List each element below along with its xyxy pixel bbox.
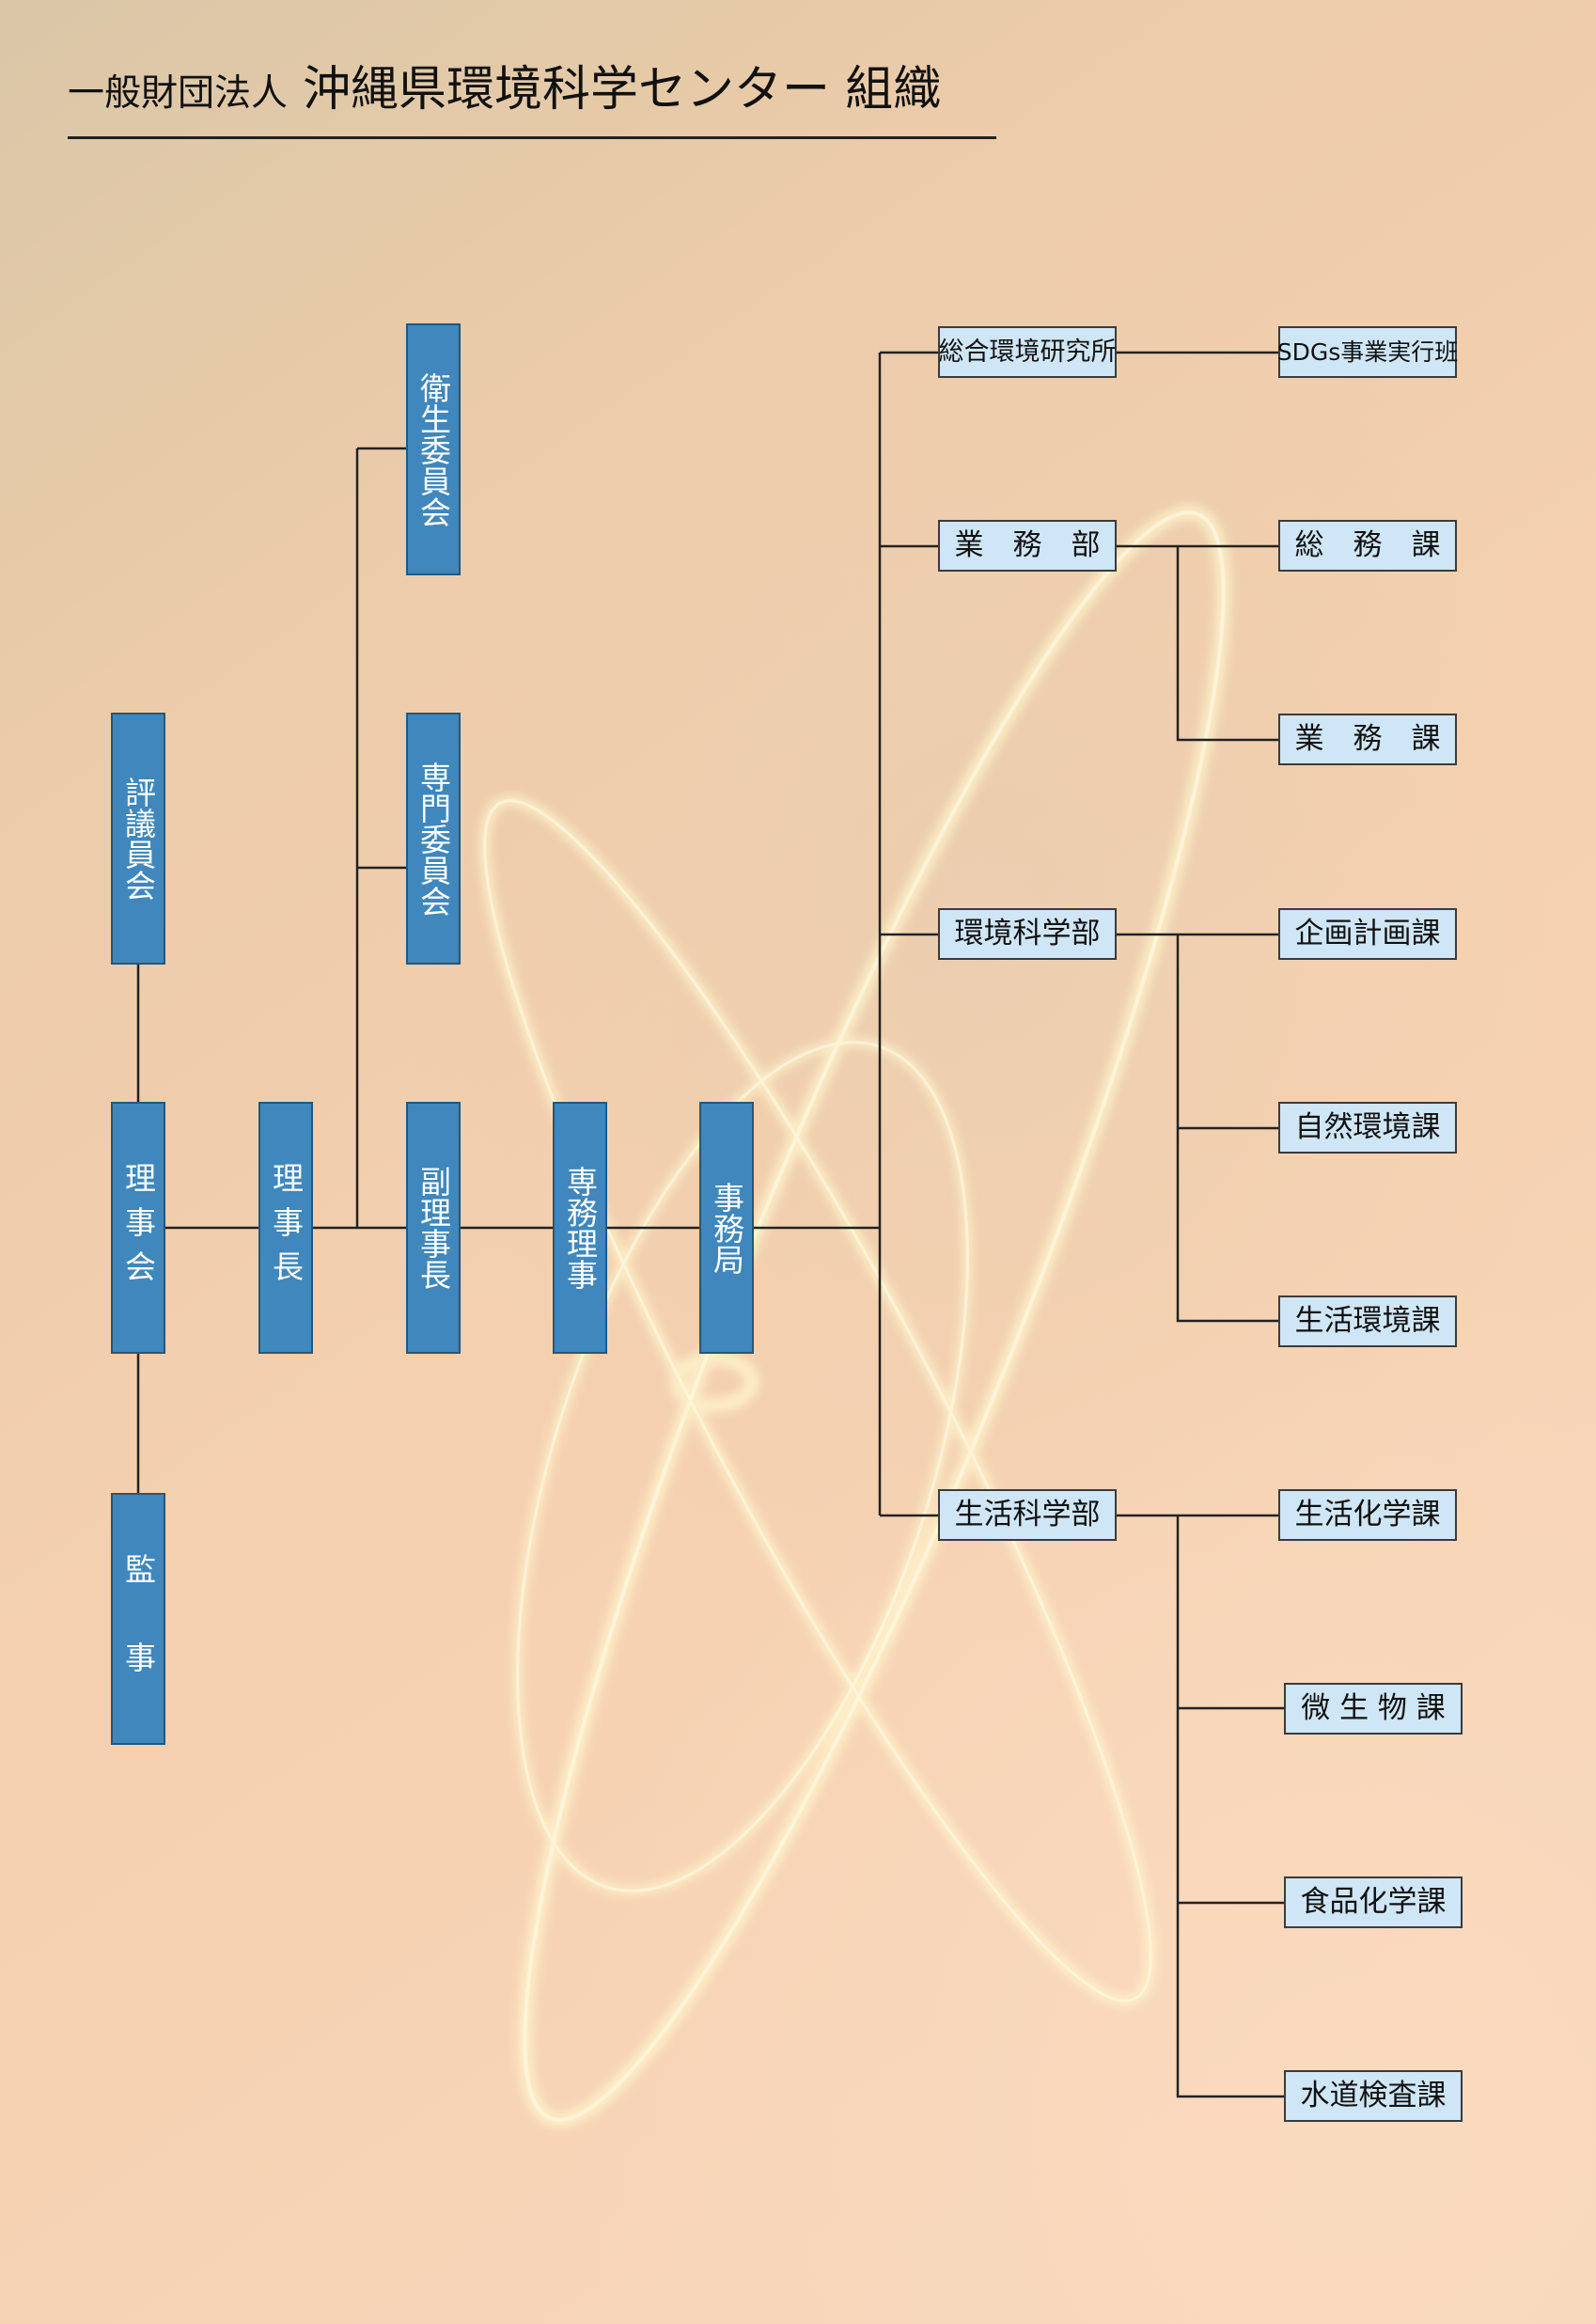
box-executive-director: 専務理事 — [553, 1102, 607, 1354]
label-microbiology: 微 生 物 課 — [1301, 1691, 1446, 1725]
title-main: 沖縄県環境科学センター 組織 — [303, 62, 942, 118]
box-living-env: 生活環境課 — [1278, 1295, 1457, 1347]
connector-life-sections — [1117, 1514, 1284, 2098]
label-institute: 総合環境研究所 — [938, 338, 1117, 367]
box-institute: 総合環境研究所 — [938, 326, 1117, 378]
label-planning: 企画計画課 — [1294, 917, 1441, 950]
box-food-chemistry: 食品化学課 — [1284, 1876, 1463, 1928]
box-planning: 企画計画課 — [1278, 908, 1457, 960]
title-prefix: 一般財団法人 — [68, 72, 289, 115]
box-vice-chairman: 副理事長 — [406, 1102, 461, 1354]
label-chairman: 理事長 — [267, 1161, 305, 1295]
label-auditor: 監 事 — [119, 1552, 157, 1686]
box-life-science-dept: 生活科学部 — [938, 1489, 1117, 1541]
box-natural-env: 自然環境課 — [1278, 1102, 1457, 1154]
box-council: 評議員会 — [111, 713, 165, 965]
box-business-dept: 業 務 部 — [938, 520, 1117, 572]
box-water-inspection: 水道検査課 — [1284, 2070, 1463, 2122]
label-food-chemistry: 食品化学課 — [1300, 1885, 1447, 1919]
label-water-inspection: 水道検査課 — [1300, 2079, 1447, 2112]
label-living-env: 生活環境課 — [1294, 1304, 1441, 1338]
label-business-section: 業 務 課 — [1294, 722, 1441, 756]
label-vice-chairman: 副理事長 — [415, 1166, 452, 1290]
title-underline — [68, 136, 996, 139]
label-natural-env: 自然環境課 — [1294, 1110, 1441, 1144]
box-board-of-directors: 理事会 — [111, 1102, 165, 1354]
label-env-science-dept: 環境科学部 — [954, 917, 1101, 950]
box-general-affairs: 総 務 課 — [1278, 520, 1457, 572]
page-title: 一般財団法人沖縄県環境科学センター 組織 — [68, 66, 941, 114]
label-expert-committee: 専門委員会 — [415, 761, 452, 917]
label-business-dept: 業 務 部 — [954, 528, 1101, 562]
label-health-committee: 衛生委員会 — [415, 371, 452, 527]
box-business-section: 業 務 課 — [1278, 714, 1457, 765]
box-chairman: 理事長 — [258, 1102, 313, 1354]
box-auditor: 監 事 — [111, 1493, 165, 1745]
box-microbiology: 微 生 物 課 — [1284, 1683, 1463, 1735]
connector-env-sections — [1117, 933, 1278, 1323]
label-life-chemistry: 生活化学課 — [1294, 1498, 1441, 1531]
box-health-committee: 衛生委員会 — [406, 323, 461, 575]
label-council: 評議員会 — [119, 777, 157, 901]
connector-business-sections — [1117, 544, 1278, 742]
box-secretariat: 事務局 — [699, 1102, 754, 1354]
label-life-science-dept: 生活科学部 — [954, 1498, 1101, 1531]
label-general-affairs: 総 務 課 — [1294, 528, 1441, 562]
label-sdgs-team: SDGs事業実行班 — [1276, 338, 1459, 366]
box-life-chemistry: 生活化学課 — [1278, 1489, 1457, 1541]
label-executive-director: 専務理事 — [561, 1166, 599, 1290]
box-env-science-dept: 環境科学部 — [938, 908, 1117, 960]
label-secretariat: 事務局 — [708, 1181, 745, 1275]
box-expert-committee: 専門委員会 — [406, 713, 461, 965]
box-sdgs-team: SDGs事業実行班 — [1276, 326, 1459, 378]
label-board-of-directors: 理事会 — [119, 1161, 157, 1295]
